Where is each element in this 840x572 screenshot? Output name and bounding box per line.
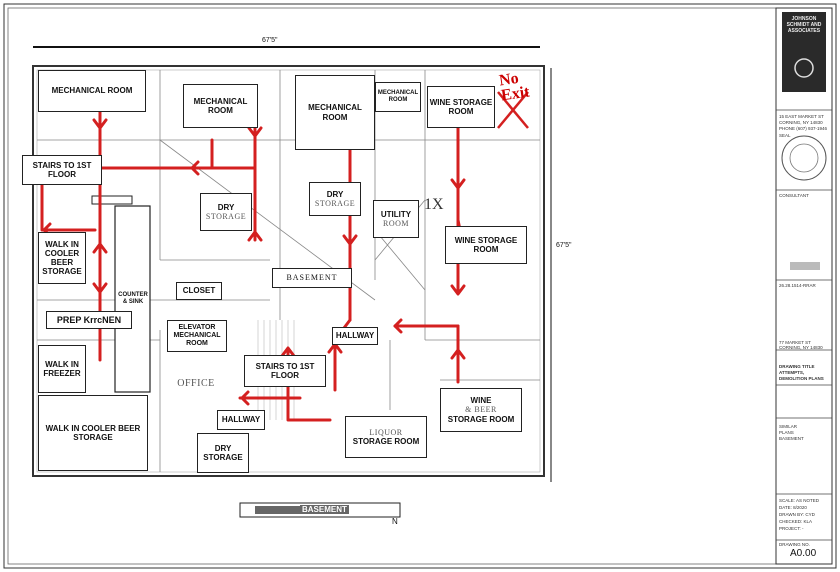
room-wine-storage-mid: WINE STORAGE ROOM — [445, 226, 527, 264]
room-dry-storage-1: DRY STORAGE — [200, 193, 252, 231]
room-walk-in-cooler-2: WALK IN COOLER BEER STORAGE — [38, 395, 148, 471]
room-walk-in-freezer: WALK IN FREEZER — [38, 345, 86, 393]
sheet-border — [3, 3, 837, 569]
firm-address-2: CORNING, NY 14830 — [779, 120, 823, 125]
room-utility: UTILITY ROOM — [373, 200, 419, 238]
room-mechanical-1: MECHANICAL ROOM — [38, 70, 146, 112]
room-mechanical-4: MECHANICAL ROOM — [375, 82, 421, 112]
wine-beer-line2: & BEER — [465, 405, 497, 415]
project-address-2: CORNING, NY 14830 — [779, 345, 823, 350]
seal-label: SEAL — [779, 133, 791, 138]
dry-storage-2-line2: STORAGE — [314, 199, 356, 208]
seal-inner-circle — [789, 143, 819, 173]
utility-line1: UTILITY — [380, 209, 412, 219]
room-prep-kitchen: PREP KrrcNEN — [46, 311, 132, 329]
label-counter-sink: COUNTER & SINK — [118, 292, 148, 305]
room-liquor-storage: LIQUOR STORAGE ROOM — [345, 416, 427, 458]
route-arrowheads — [42, 118, 466, 406]
north-mark: N — [392, 517, 398, 526]
room-wine-storage-top: WINE STORAGE ROOM — [427, 86, 495, 128]
sheet-info-3: BASEMENT — [779, 436, 804, 441]
consultant-label: CONSULTANT — [779, 193, 809, 198]
seal-circle — [781, 135, 827, 181]
firm-logo-emblem — [794, 58, 814, 78]
room-walk-in-cooler: WALK IN COOLER BEER STORAGE — [38, 232, 86, 284]
project-address-1: 77 MARKET ST — [779, 340, 811, 345]
liquor-line2: STORAGE ROOM — [352, 437, 420, 446]
x-mark: 1X — [424, 196, 444, 213]
drawn-by-field: DRAWN BY: CYD — [779, 512, 815, 517]
drawing-title-label: DRAWING TITLE — [779, 364, 815, 369]
shelf-box — [91, 195, 133, 205]
project-ref: 26.28.1514-rrar — [779, 283, 816, 288]
utility-line2: ROOM — [382, 219, 409, 228]
wine-beer-line1: WINE — [470, 396, 492, 406]
room-stairs-center: STAIRS TO 1ST FLOOR — [244, 355, 326, 387]
plan-title-label: BASEMENT — [300, 505, 349, 514]
project-no-field: PROJECT: - — [779, 526, 804, 531]
drawing-title-3: DEMOLITION PLANS — [779, 376, 824, 381]
top-dimension-label: 67'5" — [262, 37, 278, 44]
room-mechanical-2: MECHANICAL ROOM — [183, 84, 258, 128]
firm-address-1: 15 EAST MARKET ST — [779, 114, 824, 119]
sheet-number: A0.00 — [790, 548, 817, 559]
firm-name: JOHNSON SCHMIDT AND ASSOCIATES — [786, 16, 822, 34]
sheet-info-2: PLANS — [779, 430, 794, 435]
title-block-dividers — [776, 109, 832, 541]
drawing-title-2: ATTEMPTS, — [779, 370, 805, 375]
wine-beer-line3: STORAGE ROOM — [447, 414, 515, 424]
room-dry-storage-2: DRY STORAGE — [309, 182, 361, 216]
scale-field: SCALE: AS NOTED — [779, 498, 820, 503]
room-stairs-left: STAIRS TO 1ST FLOOR — [22, 155, 102, 185]
drawing-no-label: DRAWING NO. — [779, 542, 810, 547]
room-office: OFFICE — [177, 378, 215, 390]
room-wine-beer-storage: WINE & BEER STORAGE ROOM — [440, 388, 522, 432]
building-outline — [32, 65, 545, 477]
title-block-border — [775, 7, 833, 565]
dry-storage-1-line2: STORAGE — [205, 212, 247, 221]
building-inner-outline — [36, 69, 541, 473]
no-exit-x — [497, 91, 529, 129]
room-hallway-1: HALLWAY — [332, 327, 378, 345]
room-closet: CLOSET — [176, 282, 222, 300]
right-dimension-label: 67'5" — [556, 242, 572, 249]
room-dry-storage-3: DRY STORAGE — [197, 433, 249, 473]
firm-logo-box — [782, 12, 826, 92]
liquor-line1: LIQUOR — [369, 427, 403, 437]
checked-field: CHECKED: KLA — [779, 519, 813, 524]
redacted-field — [790, 262, 820, 270]
dry-storage-2-line1: DRY — [326, 189, 344, 199]
counter-sink-box — [114, 205, 151, 393]
room-mechanical-3: MECHANICAL ROOM — [295, 75, 375, 150]
room-basement-center: BASEMENT — [272, 268, 352, 288]
room-hallway-2: HALLWAY — [217, 410, 265, 430]
dry-storage-1-line1: DRY — [217, 202, 235, 212]
sheet-info-1: SIMILAR — [779, 424, 798, 429]
firm-phone: PHONE (607) 937-1946 — [779, 126, 828, 131]
date-field: DATE: 8/2020 — [779, 505, 807, 510]
room-elevator-mechanical: ELEVATOR MECHANICAL ROOM — [167, 320, 227, 352]
